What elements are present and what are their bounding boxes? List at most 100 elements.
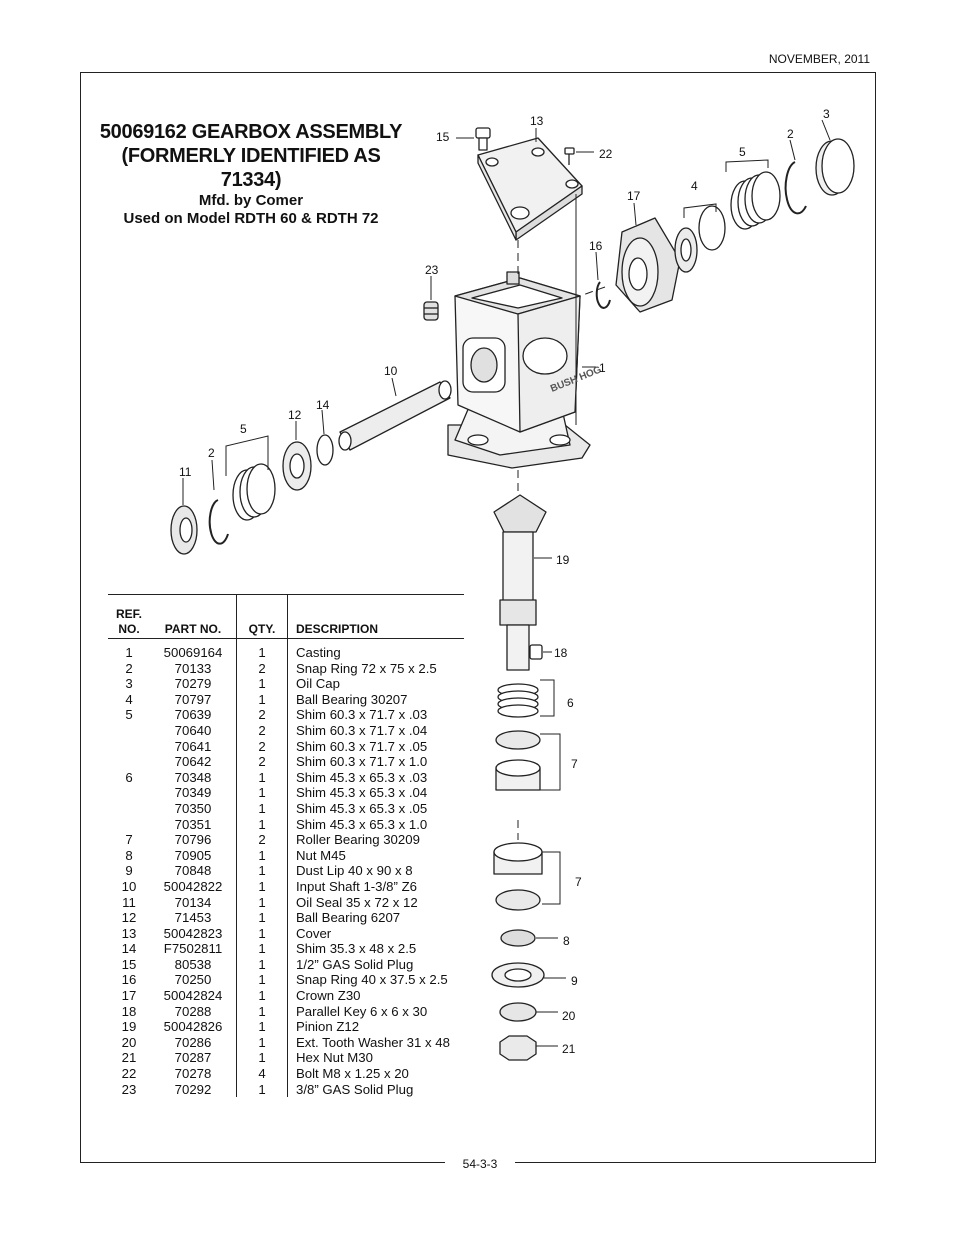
callout-6: 6 [567, 696, 574, 710]
ref-no-cell [108, 723, 150, 739]
shim-stack-part-6 [497, 683, 539, 718]
description-cell: Hex Nut M30 [296, 1050, 373, 1066]
qty-cell: 2 [236, 722, 288, 739]
ref-no-cell: 6 [125, 769, 133, 785]
callout-7-lower: 7 [575, 875, 582, 889]
qty-cell: 1 [236, 925, 288, 942]
part-no-cell: 70639 [150, 707, 237, 723]
part-no-cell: 70349 [150, 785, 237, 801]
qty-cell: 2 [236, 707, 288, 723]
qty-cell: 1 [236, 785, 288, 801]
ref-no-cell: 19 [121, 1019, 137, 1035]
gas-plug-part-15 [475, 127, 491, 151]
callout-2-left: 2 [208, 446, 215, 460]
col-description: DESCRIPTION [296, 622, 379, 637]
description-cell: Ext. Tooth Washer 31 x 48 [296, 1034, 450, 1050]
oil-seal-part-11 [170, 505, 198, 555]
ref-no-cell: 10 [121, 878, 137, 894]
callout-12: 12 [288, 408, 302, 422]
qty-cell: 1 [236, 972, 288, 989]
part-no-cell: 70250 [150, 972, 237, 989]
crown-gear-part-17 [615, 217, 681, 313]
part-no-cell: 50042826 [150, 1019, 237, 1035]
qty-cell: 4 [236, 1066, 288, 1082]
description-cell: Shim 60.3 x 71.7 x 1.0 [296, 754, 428, 770]
callout-18: 18 [554, 646, 568, 660]
part-no-cell: 70905 [150, 847, 237, 864]
ref-no-cell: 22 [121, 1066, 137, 1082]
description-cell: Ball Bearing 30207 [296, 691, 408, 707]
description-cell: Pinion Z12 [296, 1019, 360, 1035]
assembly-title-block: 50069162 GEARBOX ASSEMBLY (FORMERLY IDEN… [96, 120, 406, 228]
qty-cell: 1 [236, 638, 288, 661]
part-no-cell: 70134 [150, 894, 237, 911]
model-usage-line: Used on Model RDTH 60 & RDTH 72 [123, 210, 379, 227]
ref-no-cell: 11 [122, 894, 136, 910]
shim-part-14 [316, 434, 334, 466]
description-cell: 3/8” GAS Solid Plug [296, 1081, 414, 1097]
description-cell: Ball Bearing 6207 [296, 910, 401, 926]
ref-no-cell: 23 [121, 1081, 137, 1097]
parallel-key-part-18 [529, 644, 543, 660]
part-no-cell: 50069164 [150, 638, 237, 661]
ref-no-cell: 3 [125, 676, 133, 692]
bolt-part-22 [564, 147, 575, 165]
qty-cell: 2 [236, 738, 288, 755]
callout-9: 9 [571, 974, 578, 988]
callout-22: 22 [599, 147, 613, 161]
description-cell: Shim 60.3 x 71.7 x .03 [296, 707, 428, 723]
shim-stack-part-5-left [232, 463, 276, 521]
qty-cell: 2 [236, 832, 288, 848]
qty-cell: 1 [236, 1003, 288, 1020]
description-cell: Shim 45.3 x 65.3 x .05 [296, 800, 428, 816]
qty-cell: 1 [236, 956, 288, 973]
part-no-cell: 70287 [150, 1050, 237, 1067]
cover-part-13 [477, 137, 583, 241]
ref-no-cell: 13 [121, 925, 137, 941]
callout-4: 4 [691, 179, 698, 193]
qty-cell: 1 [236, 1019, 288, 1035]
qty-cell: 1 [236, 941, 288, 957]
callout-7-upper: 7 [571, 757, 578, 771]
part-no-cell: 70133 [150, 660, 237, 677]
callout-3: 3 [823, 107, 830, 121]
ref-no-cell [108, 739, 150, 755]
part-no-cell: 70292 [150, 1081, 237, 1098]
callout-19: 19 [556, 553, 570, 567]
callout-11: 11 [179, 465, 192, 479]
description-cell: Shim 45.3 x 65.3 x .04 [296, 785, 428, 801]
qty-cell: 1 [236, 816, 288, 833]
description-cell: Bolt M8 x 1.25 x 20 [296, 1066, 409, 1082]
qty-cell: 1 [236, 691, 288, 708]
nut-part-8 [500, 929, 536, 947]
page-number-gap [445, 1155, 515, 1171]
part-no-cell: 70278 [150, 1066, 237, 1082]
callout-14: 14 [316, 398, 330, 412]
description-cell: Shim 60.3 x 71.7 x .05 [296, 738, 428, 754]
description-cell: Roller Bearing 30209 [296, 832, 420, 848]
qty-cell: 1 [236, 894, 288, 911]
assembly-title: 50069162 GEARBOX ASSEMBLY [99, 121, 403, 143]
part-no-cell: 50042822 [150, 878, 237, 895]
callout-5-right: 5 [739, 145, 746, 159]
roller-bearing-part-7-lower [493, 842, 543, 911]
ext-tooth-washer-part-20 [499, 1002, 537, 1022]
callout-1: 1 [599, 361, 606, 375]
